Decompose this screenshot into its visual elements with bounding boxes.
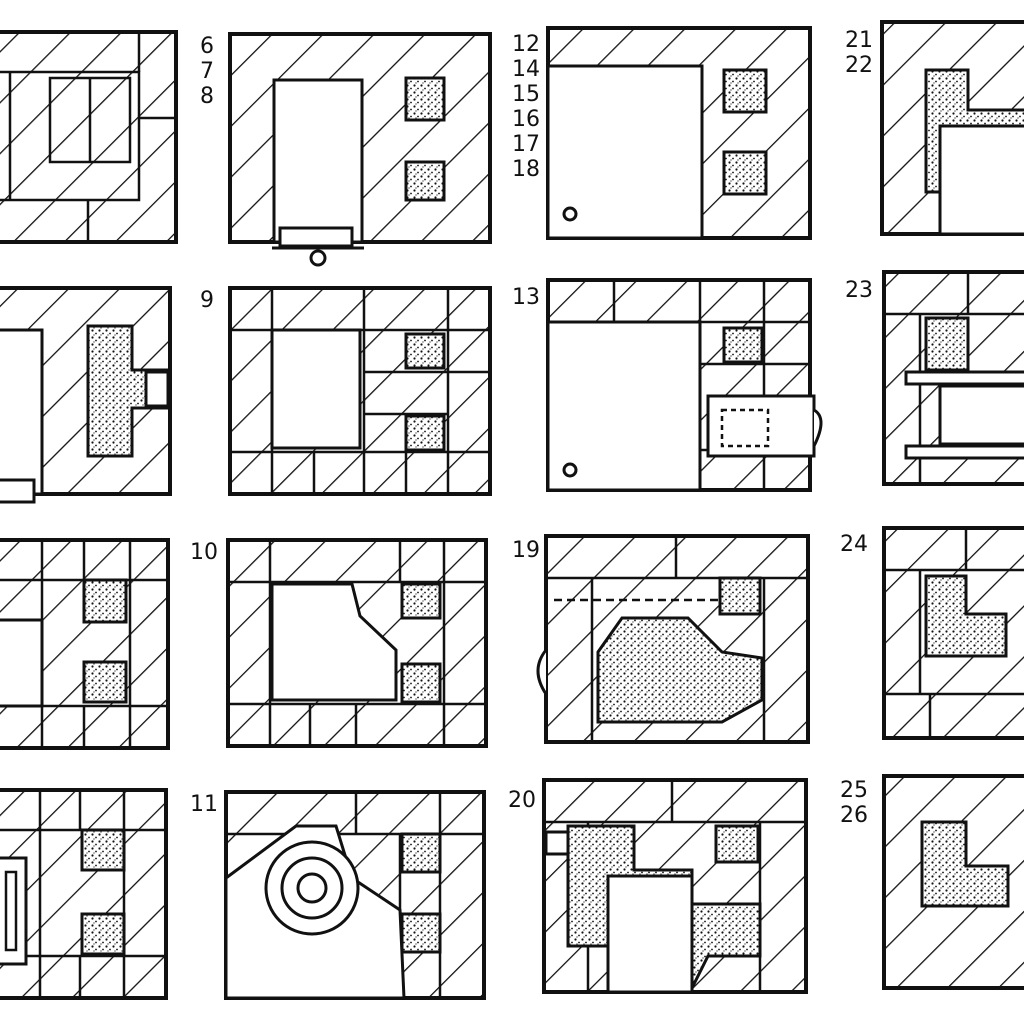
firebox-opening [546,320,702,492]
panel-course-19 [536,534,810,744]
panel-course-11 [224,790,486,1000]
label-9: 9 [200,288,214,313]
door-hinge [536,649,548,695]
smoke-channel [400,662,442,704]
smoke-channel [404,414,446,452]
smoke-channel [920,820,1010,908]
panel-course-row2-left [0,286,172,504]
smoke-channel [924,574,1008,658]
hatched-masonry [0,788,168,1000]
door-handle [4,870,18,952]
round-element [280,856,344,920]
label-25-26: 25 26 [840,778,868,828]
label-6-7-8: 6 7 8 [200,34,214,109]
smoke-channel [714,824,760,864]
cleanout-door [720,408,770,448]
firebox-opening [606,874,694,994]
smoke-channel [404,332,446,370]
grate-bar [904,370,1024,386]
smoke-channel [86,324,172,458]
label-13: 13 [512,285,540,310]
cleanout-door [144,370,170,408]
panel-course-1-5 [0,30,178,244]
smoke-channel [82,660,128,704]
door-hinge [812,408,823,447]
smoke-channel [400,582,442,620]
smoke-channel [82,578,128,624]
firebox-opening [0,328,44,496]
label-10: 10 [190,540,218,565]
panel-course-23 [882,270,1024,486]
panel-course-6-8 [228,32,492,267]
panel-course-21-22 [880,20,1024,236]
label-24: 24 [840,532,868,557]
firebox-opening [0,618,44,708]
smoke-channel [80,912,126,956]
round-element [296,872,328,904]
firebox-opening [938,384,1024,446]
smoke-channel [404,160,446,202]
panel-course-25-26 [882,774,1024,990]
panel-course-9 [228,286,492,496]
smoke-channel [718,576,762,616]
round-element [562,206,578,222]
grate-bar [904,444,1024,460]
panel-course-13 [546,278,823,492]
firebox-door [0,478,36,504]
smoke-channel [722,326,764,364]
panel-course-20 [542,778,808,994]
smoke-channel [596,616,764,724]
label-19: 19 [512,538,540,563]
panel-course-12-18 [546,26,812,240]
panel-course-row4-left [0,788,168,1000]
label-12-to-18: 12 14 15 16 17 18 [512,32,540,182]
smoke-channel [924,68,1024,194]
round-element [264,840,360,936]
cleanout-door [544,830,570,856]
smoke-channel [400,912,442,954]
round-element [562,462,578,478]
panel-course-row3-left [0,538,170,750]
brick-joint [0,70,141,202]
panel-course-10 [226,538,488,748]
smoke-channel [400,832,442,874]
label-11: 11 [190,792,218,817]
firebox-opening [270,582,398,702]
smoke-channel [722,68,768,114]
firebox-opening [272,78,364,244]
smoke-channel [80,828,126,872]
firebox-door [278,226,354,248]
smoke-channel [722,150,768,196]
smoke-channel [924,316,970,372]
firebox-opening [270,328,362,450]
label-23: 23 [845,278,873,303]
firebox-opening [938,124,1024,236]
round-element [309,249,327,267]
label-21-22: 21 22 [845,28,873,78]
panel-course-24 [882,526,1024,740]
label-20: 20 [508,788,536,813]
smoke-channel [404,76,446,122]
